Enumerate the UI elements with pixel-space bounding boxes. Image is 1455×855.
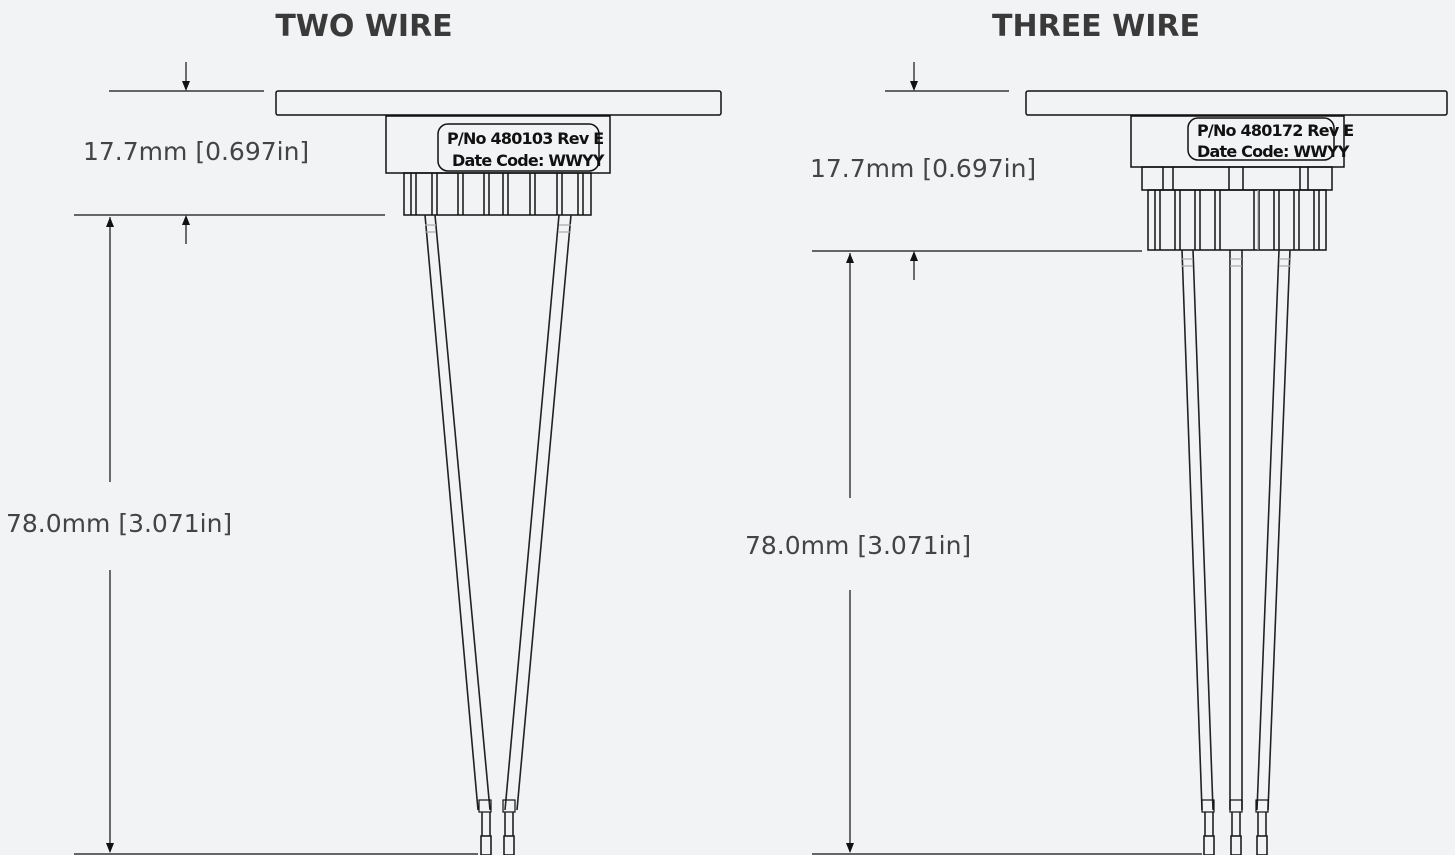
part-number-label: P/No 480172 Rev E xyxy=(1197,121,1353,140)
two-wire-drawing: TWO WIRE P/No 480103 Rev E Date Code: WW… xyxy=(6,9,722,855)
connector-collar xyxy=(1141,166,1333,191)
small-dimension-label: 17.7mm [0.697in] xyxy=(810,154,1036,183)
large-dimension-label: 78.0mm [3.071in] xyxy=(745,531,971,560)
part-label-box xyxy=(437,123,600,172)
three-wire-drawing: THREE WIRE P/No 480172 Rev E Date Code: … xyxy=(745,9,1448,855)
large-dimension xyxy=(812,253,1202,855)
small-dimension-label: 17.7mm [0.697in] xyxy=(83,137,309,166)
part-label-box xyxy=(1187,117,1335,161)
large-dimension-label: 78.0mm [3.071in] xyxy=(6,509,232,538)
flange xyxy=(1025,90,1448,116)
date-code-label: Date Code: WWYY xyxy=(452,151,605,170)
connector-ribs xyxy=(1147,189,1327,251)
flange xyxy=(275,90,722,116)
two-wire-title: TWO WIRE xyxy=(275,9,452,44)
connector-ribs xyxy=(403,172,592,216)
large-dimension xyxy=(74,217,478,855)
three-wire-title: THREE WIRE xyxy=(992,9,1200,44)
small-dimension xyxy=(812,62,1142,280)
part-number-label: P/No 480103 Rev E xyxy=(447,129,603,148)
wires xyxy=(1181,249,1291,855)
date-code-label: Date Code: WWYY xyxy=(1197,142,1350,161)
wires xyxy=(424,214,572,855)
small-dimension xyxy=(74,62,385,244)
